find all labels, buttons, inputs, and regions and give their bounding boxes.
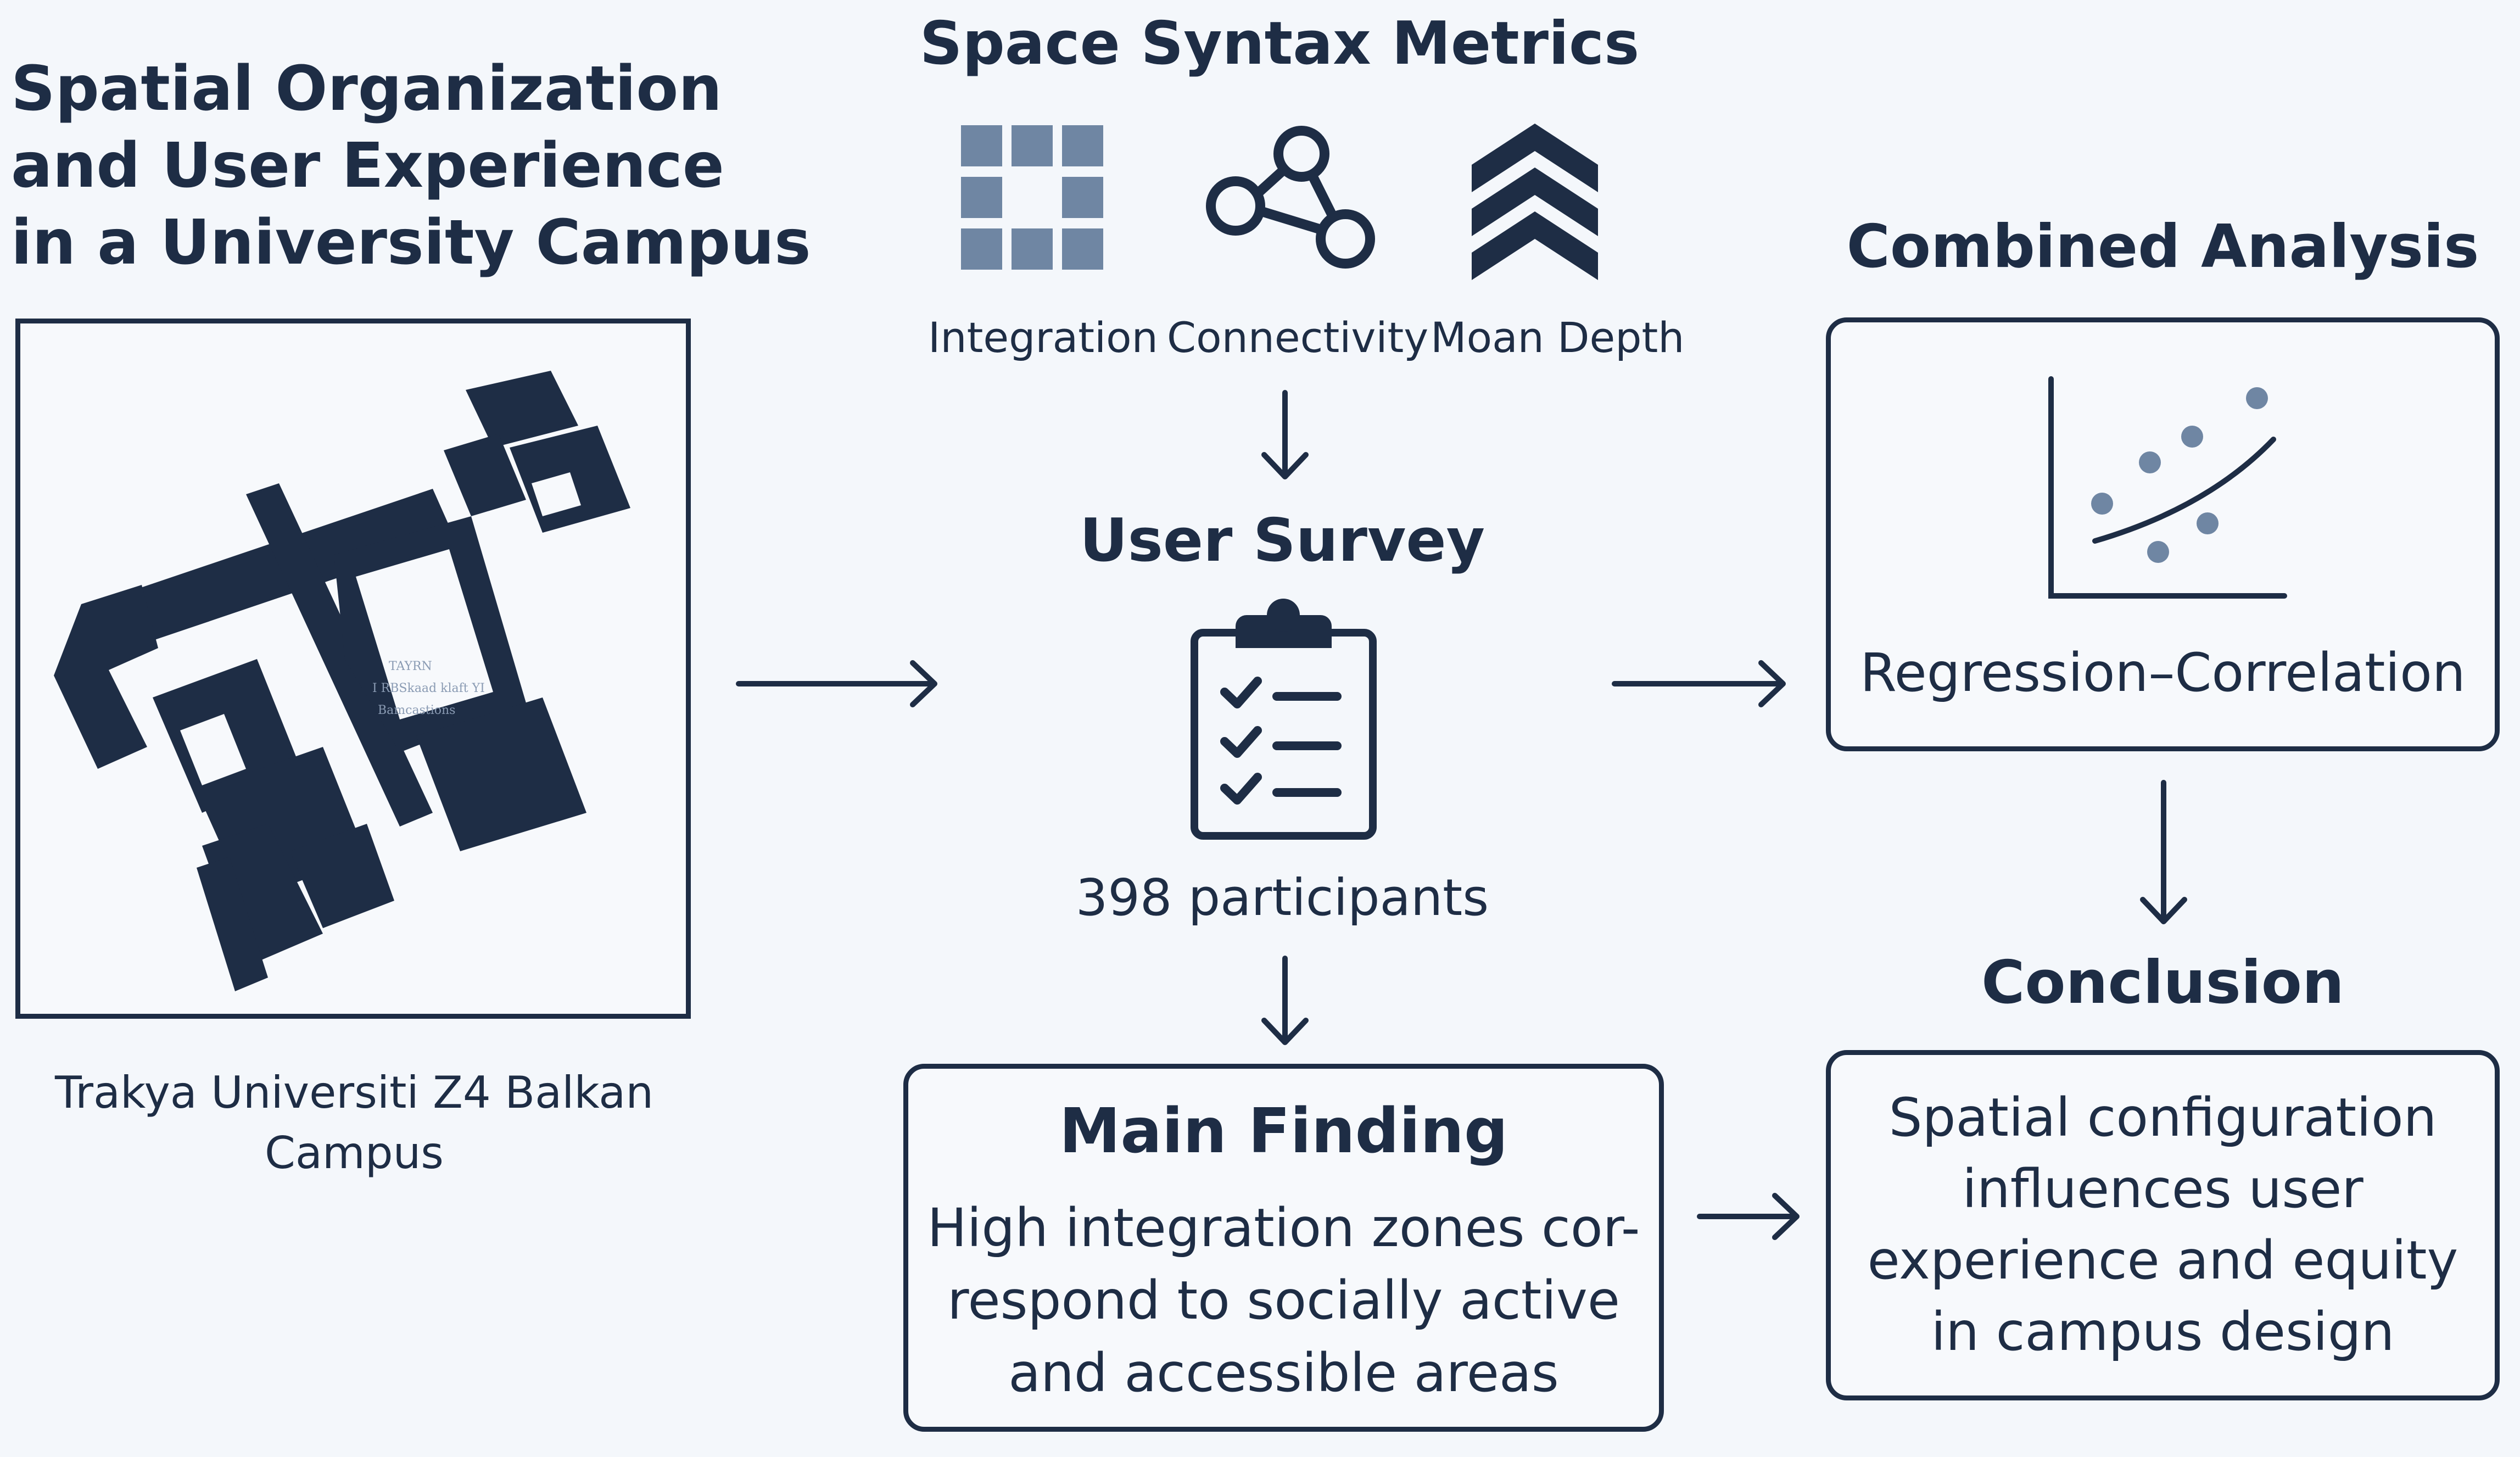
finding-line: respond to socially active [947, 1270, 1620, 1331]
regression-correlation-label: Regression–Correlation [1860, 642, 2466, 704]
svg-text:I RBSkaad klaft YI: I RBSkaad klaft YI [372, 682, 485, 695]
main-finding-text: High integration zones cor- respond to s… [903, 1192, 1664, 1409]
title-line: and User Experience [11, 130, 724, 202]
arrow-down-icon [1261, 390, 1309, 479]
title-line: in a University Campus [11, 207, 811, 278]
finding-line: and accessible areas [1008, 1342, 1559, 1404]
finding-line: High integration zones cor- [927, 1197, 1640, 1259]
map-caption-line: Campus [265, 1127, 444, 1179]
arrow-right-icon [1697, 1193, 1800, 1240]
arrow-right-icon [1612, 660, 1786, 707]
metric-label-connectivity: Connectivity [1167, 313, 1429, 362]
survey-title: User Survey [1079, 506, 1485, 575]
main-finding-title: Main Finding [1059, 1096, 1508, 1167]
metric-label-integration: Integration [928, 313, 1158, 362]
network-icon [1206, 126, 1375, 269]
chevrons-up-icon [1472, 124, 1598, 280]
conclusion-line: in campus design [1931, 1301, 2395, 1363]
conclusion-title: Conclusion [1981, 948, 2344, 1017]
arrow-right-icon [736, 660, 937, 707]
svg-text:TAYRN: TAYRN [389, 660, 432, 673]
conclusion-line: influences user [1962, 1158, 2363, 1220]
analysis-box [1826, 317, 2500, 751]
campus-plan-map-icon: TAYRN I RBSkaad klaft YI Bamcastions [54, 371, 630, 991]
svg-text:Bamcastions: Bamcastions [378, 704, 455, 717]
arrow-down-icon [2140, 780, 2187, 924]
clipboard-checklist-icon [1191, 599, 1377, 840]
map-caption: Trakya Universiti Z4 Balkan Campus [33, 1063, 675, 1184]
map-caption-line: Trakya Universiti Z4 Balkan [54, 1067, 654, 1118]
participant-count: 398 participants [1075, 868, 1489, 927]
title-line: Spatial Organization [11, 53, 722, 125]
main-finding-box [903, 1064, 1664, 1432]
grid-icon [961, 125, 1103, 270]
metric-label-mean-depth: Moan Depth [1431, 313, 1685, 362]
arrow-down-icon [1261, 956, 1309, 1045]
scatter-plot-icon [2048, 376, 2287, 599]
conclusion-line: Spatial configuration [1888, 1087, 2437, 1148]
conclusion-line: experience and equity [1867, 1230, 2458, 1291]
metrics-title: Space Syntax Metrics [919, 9, 1640, 78]
conclusion-box [1826, 1050, 2500, 1400]
analysis-title: Combined Analysis [1846, 213, 2479, 281]
page-title: Spatial Organization and User Experience… [11, 51, 811, 281]
conclusion-text: Spatial configuration influences user ex… [1826, 1082, 2500, 1367]
